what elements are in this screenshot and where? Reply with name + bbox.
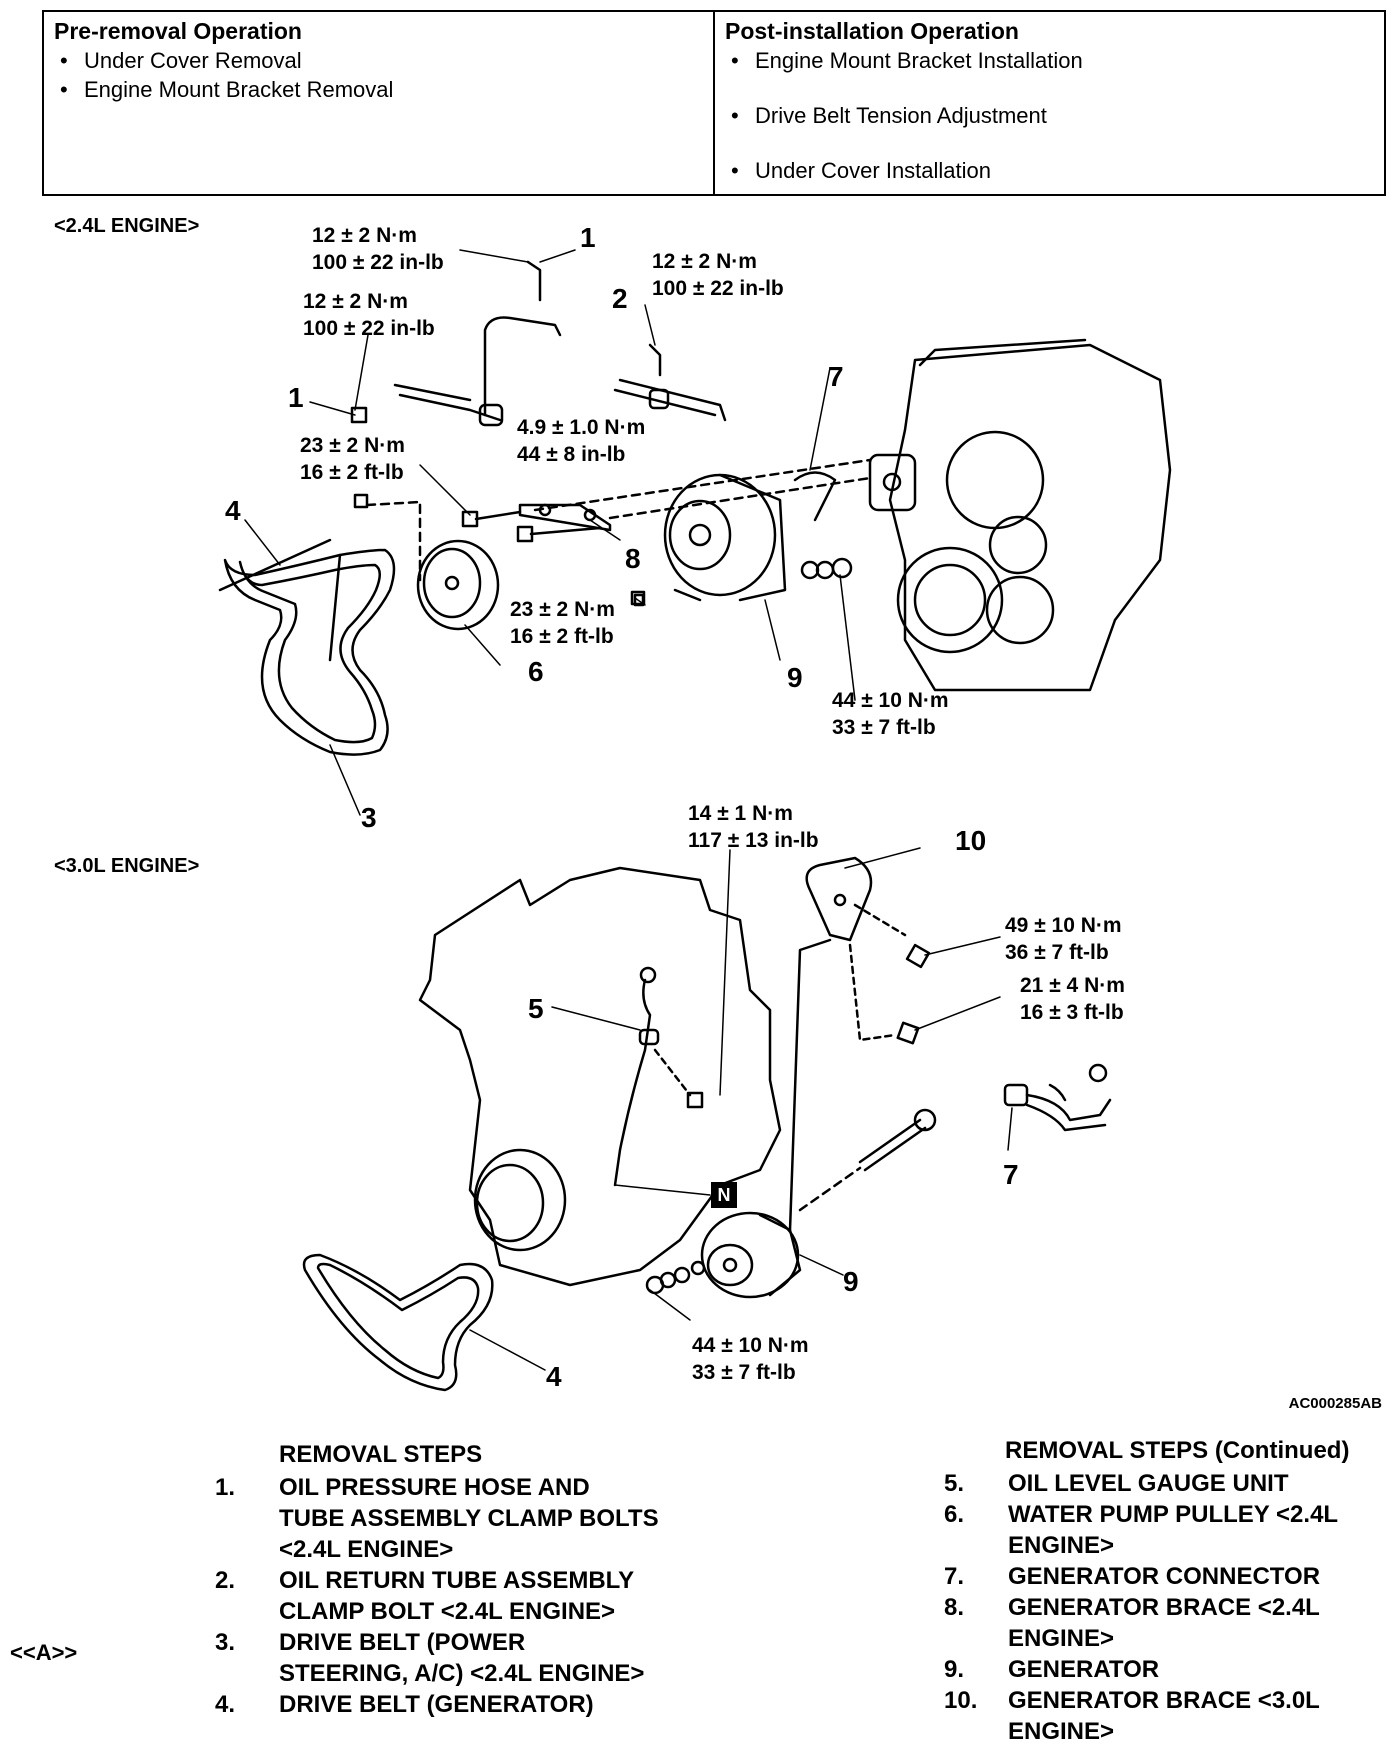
- removal-steps-left: 1.OIL PRESSURE HOSE AND TUBE ASSEMBLY CL…: [215, 1472, 775, 1720]
- removal-step: 2.OIL RETURN TUBE ASSEMBLY CLAMP BOLT <2…: [215, 1567, 635, 1625]
- removal-step: 5.OIL LEVEL GAUGE UNIT: [944, 1470, 1289, 1497]
- removal-steps-continued-title: REMOVAL STEPS (Continued): [1005, 1437, 1350, 1464]
- leader-lines-30l: [469, 847, 1013, 1371]
- bolts: [350, 260, 853, 606]
- pre-removal-item: Under Cover Removal: [54, 46, 703, 75]
- leader-lines-24l: [244, 249, 856, 816]
- callout-number: 8: [625, 543, 641, 574]
- callout-number: 1: [288, 382, 304, 413]
- long-bolt-30l: [798, 1108, 937, 1212]
- diagram-drawing: [218, 249, 1172, 1392]
- removal-step: 1.OIL PRESSURE HOSE AND TUBE ASSEMBLY CL…: [215, 1474, 659, 1563]
- connector-30l: [1003, 1063, 1112, 1132]
- removal-step: 6.WATER PUMP PULLEY <2.4L ENGINE>: [944, 1501, 1339, 1559]
- callout-number: 2: [612, 283, 628, 314]
- removal-step: 7.GENERATOR CONNECTOR: [944, 1563, 1321, 1590]
- callout-number: 9: [843, 1266, 859, 1297]
- drive-belt-24l: [218, 538, 396, 756]
- engine-tag-24l: <2.4L ENGINE>: [54, 215, 200, 237]
- engine-block-24l: [868, 338, 1172, 692]
- generator-brace-30l: [788, 856, 931, 1232]
- generator-brace-24l: [518, 503, 612, 532]
- callout-number: 9: [787, 662, 803, 693]
- post-installation-item: Drive Belt Tension Adjustment: [725, 101, 1374, 130]
- callout-number: 4: [546, 1361, 562, 1392]
- generator-24l: [633, 473, 787, 607]
- callout-number: 4: [225, 495, 241, 526]
- callout-number: 3: [361, 802, 377, 833]
- oil-hose-tube-assembly: [393, 316, 727, 427]
- operations-table: Pre-removal Operation Under Cover Remova…: [42, 10, 1386, 196]
- callout-number: 7: [1003, 1159, 1019, 1190]
- drive-belt-30l: [302, 1253, 494, 1392]
- callout-number: 10: [955, 825, 987, 856]
- post-installation-item: Engine Mount Bracket Installation: [725, 46, 1374, 75]
- generator-30l: [645, 1211, 802, 1299]
- removal-steps-title: REMOVAL STEPS: [279, 1441, 483, 1468]
- post-installation-item: Under Cover Installation: [725, 156, 1374, 185]
- n-mark-symbol: N: [711, 1182, 737, 1208]
- oil-level-gauge: [613, 966, 704, 1187]
- engine-tag-30l: <3.0L ENGINE>: [54, 855, 200, 877]
- removal-step: 4.DRIVE BELT (GENERATOR): [215, 1691, 594, 1718]
- service-point-marker: <<A>>: [10, 1640, 78, 1665]
- callout-number: 6: [528, 656, 544, 687]
- alignment-lines-24l: [365, 458, 872, 582]
- post-installation-column: Post-installation Operation Engine Mount…: [713, 12, 1384, 194]
- connector-24l: [793, 471, 837, 522]
- removal-steps-right: 5.OIL LEVEL GAUGE UNIT 6.WATER PUMP PULL…: [944, 1468, 1384, 1747]
- removal-step: 8.GENERATOR BRACE <2.4L ENGINE>: [944, 1594, 1320, 1652]
- pre-removal-heading: Pre-removal Operation: [54, 18, 302, 44]
- callout-number: 5: [528, 993, 544, 1024]
- removal-step: 9.GENERATOR: [944, 1656, 1160, 1683]
- figure-code: AC000285AB: [1288, 1395, 1382, 1412]
- callout-number: 1: [580, 222, 596, 253]
- removal-step: 3.DRIVE BELT (POWER STEERING, A/C) <2.4L…: [215, 1629, 645, 1687]
- engine-block-30l: [418, 866, 782, 1287]
- pre-removal-item: Engine Mount Bracket Removal: [54, 75, 703, 104]
- callout-number: 7: [828, 361, 844, 392]
- removal-step: 10.GENERATOR BRACE <3.0L ENGINE>: [944, 1687, 1320, 1745]
- post-installation-heading: Post-installation Operation: [725, 18, 1019, 44]
- pre-removal-column: Pre-removal Operation Under Cover Remova…: [44, 12, 713, 194]
- water-pump-pulley: [416, 539, 500, 631]
